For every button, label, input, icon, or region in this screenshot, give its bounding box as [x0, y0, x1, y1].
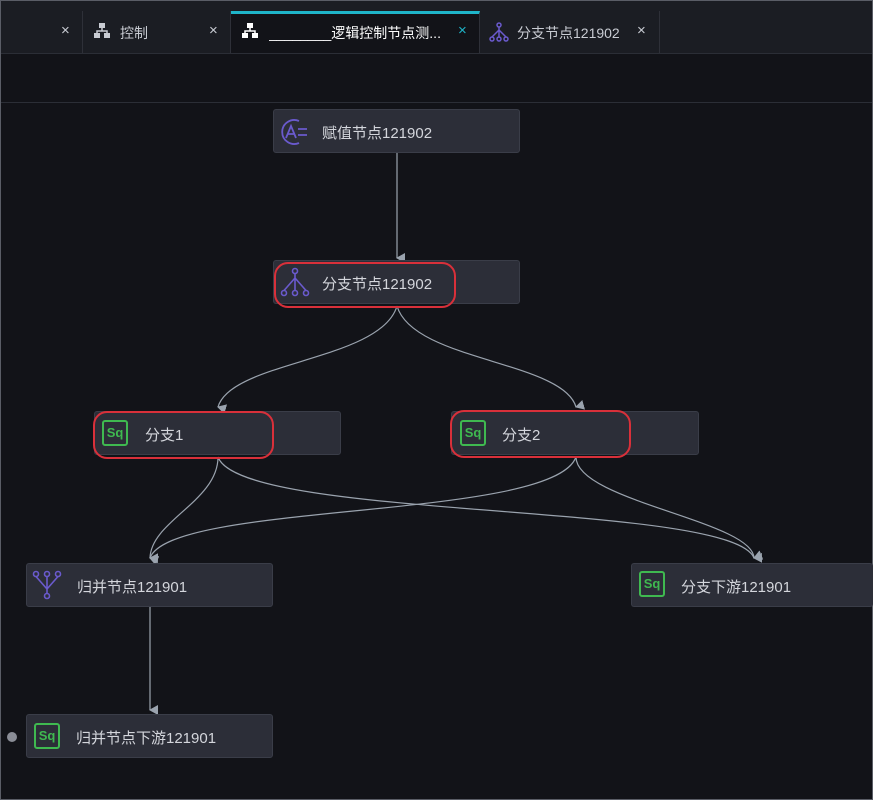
node-branch1[interactable]: Sq 分支1 — [94, 411, 341, 455]
tab-label: ________逻辑控制节点测... — [269, 25, 441, 41]
tab-bar: × 控制 × ________逻辑控制节点测... × — [1, 1, 872, 54]
edge-branch-to-branch1 — [217, 305, 398, 415]
tab-label: 分支节点121902 — [517, 25, 620, 41]
edge-branch1-to-downstream — [217, 456, 764, 560]
node-label: 归并节点121901 — [77, 579, 188, 596]
workflow-icon — [94, 23, 110, 38]
node-label: 分支1 — [145, 427, 184, 444]
tab-label: 控制 — [120, 25, 148, 41]
toolbar — [1, 54, 872, 103]
node-label: 赋值节点121902 — [322, 125, 433, 142]
edge-branch-to-branch2 — [396, 305, 586, 410]
assign-icon — [281, 119, 307, 145]
edge-branch1-to-merge — [149, 456, 219, 564]
edge-branch2-to-merge — [149, 456, 577, 566]
close-icon[interactable]: × — [209, 22, 218, 39]
workflow-icon — [242, 23, 258, 38]
close-icon[interactable]: × — [637, 22, 646, 39]
node-label: 分支节点121902 — [322, 276, 433, 293]
node-merge-downstream[interactable]: Sq 归并节点下游121901 — [26, 714, 273, 758]
sql-icon: Sq — [460, 420, 486, 446]
sql-icon: Sq — [34, 723, 60, 749]
node-merge[interactable]: 归并节点121901 — [26, 563, 273, 607]
close-icon[interactable]: × — [61, 22, 70, 39]
tab-branch-node[interactable]: 分支节点121902 × — [480, 11, 660, 53]
tab-logic-control-test[interactable]: ________逻辑控制节点测... × — [231, 11, 480, 53]
node-branch[interactable]: 分支节点121902 — [273, 260, 520, 304]
node-label: 分支下游121901 — [681, 579, 792, 596]
sql-icon: Sq — [102, 420, 128, 446]
tab-control[interactable]: 控制 × — [83, 11, 231, 53]
node-label: 分支2 — [502, 427, 541, 444]
merge-icon — [32, 570, 62, 600]
node-label: 归并节点下游121901 — [76, 730, 217, 747]
branch-icon — [489, 22, 509, 42]
sql-icon: Sq — [639, 571, 665, 597]
close-icon[interactable]: × — [458, 22, 467, 39]
node-assign[interactable]: 赋值节点121902 — [273, 109, 520, 153]
connection-port[interactable] — [7, 732, 17, 742]
node-branch-downstream[interactable]: Sq 分支下游121901 — [631, 563, 873, 607]
branch-icon — [280, 267, 310, 297]
node-branch2[interactable]: Sq 分支2 — [451, 411, 699, 455]
tab-0[interactable]: × — [1, 11, 83, 53]
edge-branch2-to-downstream — [575, 456, 763, 563]
